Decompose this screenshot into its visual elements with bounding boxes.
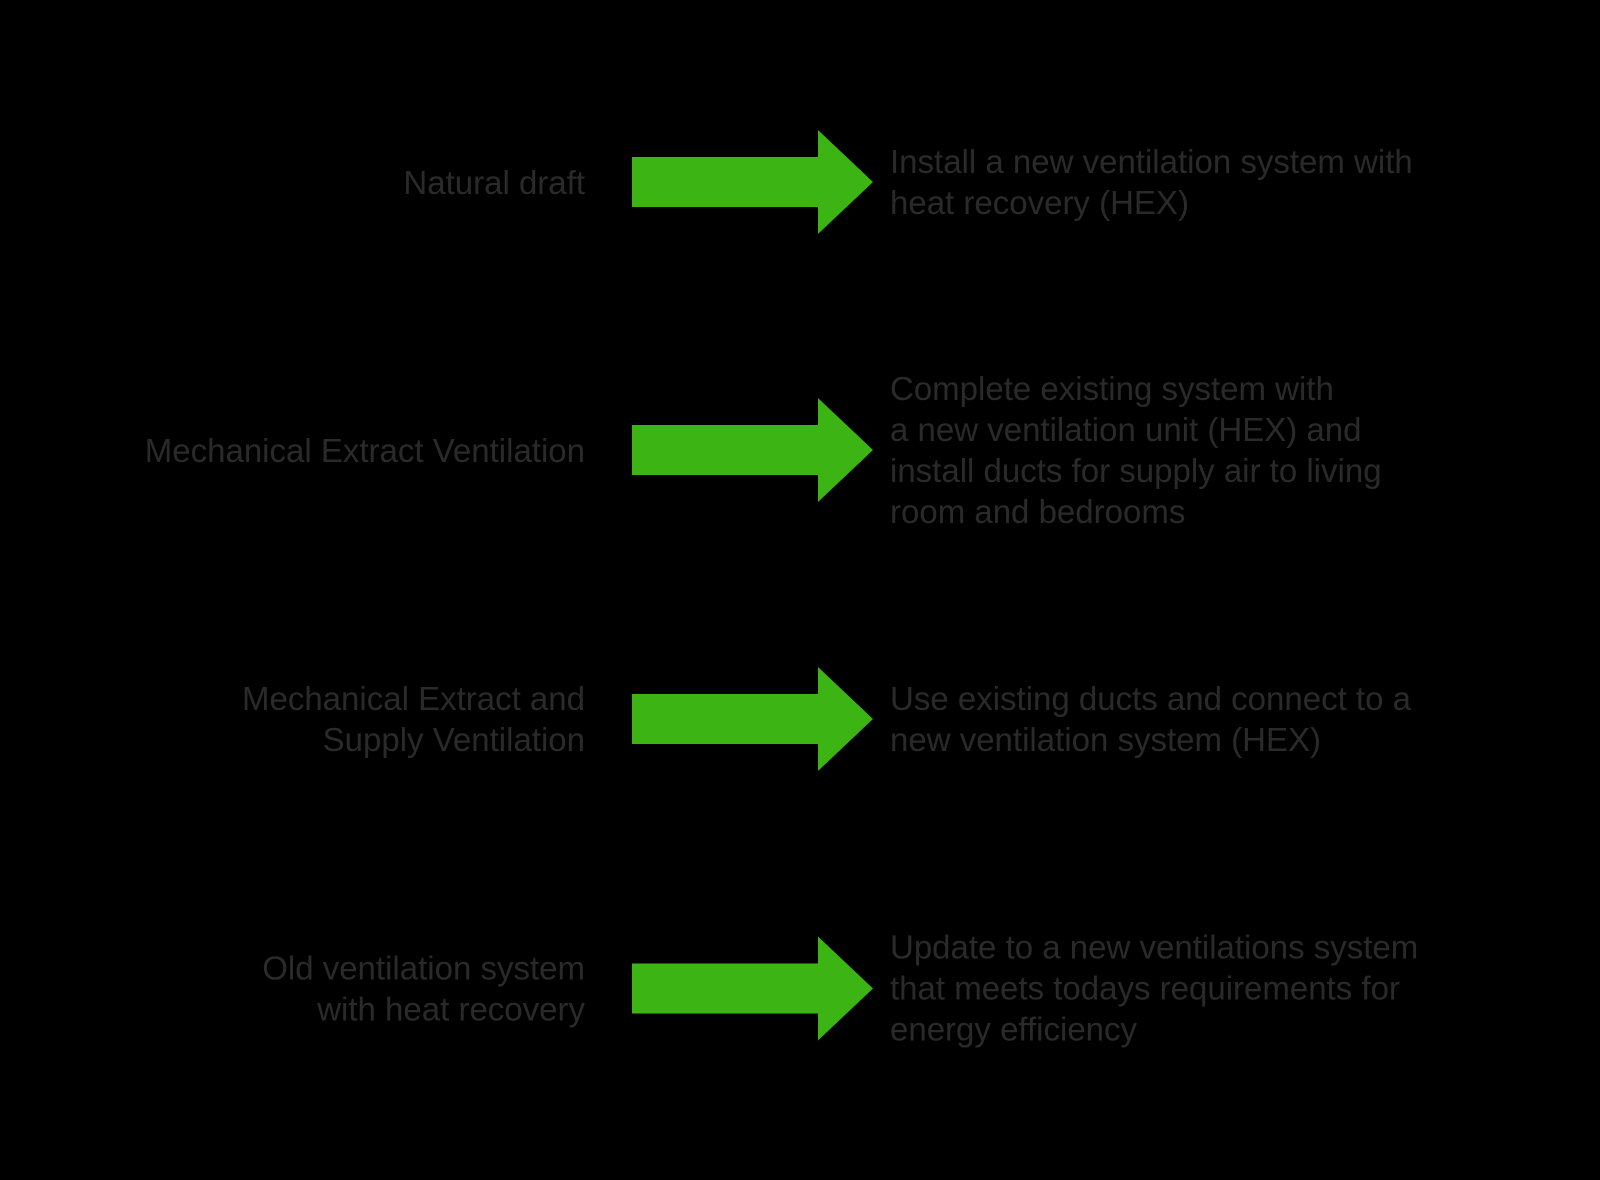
diagram-row-old-system-heat-recovery: Old ventilation system with heat recover…: [0, 927, 1600, 1050]
row-label: Mechanical Extract and Supply Ventilatio…: [241, 680, 585, 758]
row-description: Complete existing system with a new vent…: [890, 370, 1382, 530]
right-arrow-icon: [632, 130, 873, 234]
right-arrow-icon: [632, 398, 873, 502]
row-description: Install a new ventilation system with he…: [890, 143, 1413, 221]
right-arrow-icon: [632, 667, 873, 771]
diagram-row-natural-draft: Natural draft Install a new ventilation …: [0, 130, 1600, 234]
right-arrow-shape: [632, 936, 873, 1040]
row-description: Use existing ducts and connect to a new …: [890, 680, 1411, 758]
row-description: Update to a new ventilations system that…: [890, 928, 1419, 1048]
row-label: Old ventilation system with heat recover…: [262, 949, 585, 1027]
row-label: Natural draft: [403, 163, 585, 201]
right-arrow-shape: [632, 130, 873, 234]
diagram-row-mechanical-extract: Mechanical Extract Ventilation Complete …: [0, 368, 1600, 532]
right-arrow-icon: [632, 936, 873, 1040]
right-arrow-shape: [632, 398, 873, 502]
right-arrow-shape: [632, 667, 873, 771]
diagram-row-mechanical-extract-supply: Mechanical Extract and Supply Ventilatio…: [0, 667, 1600, 771]
row-label: Mechanical Extract Ventilation: [144, 431, 585, 469]
